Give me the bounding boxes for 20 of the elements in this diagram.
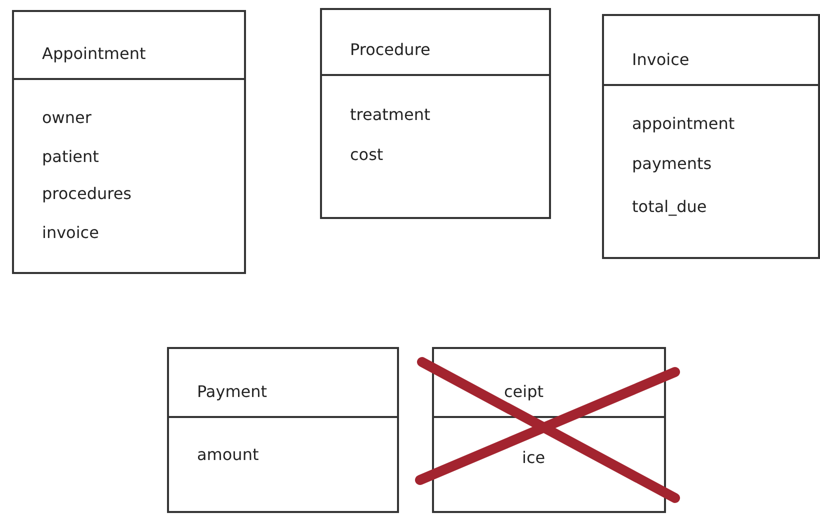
attribute-name: invoice <box>42 223 99 243</box>
class-name: Invoice <box>632 50 690 70</box>
attribute-name: patient <box>42 147 99 167</box>
class-name: ceipt <box>504 382 544 402</box>
class-box <box>12 10 246 274</box>
attribute-name: cost <box>350 145 384 165</box>
attribute-name: payments <box>632 154 712 174</box>
attribute-name: treatment <box>350 105 430 125</box>
class-name: Procedure <box>350 40 430 60</box>
attribute-name: appointment <box>632 114 735 134</box>
class-name: Payment <box>197 382 268 402</box>
class-name: Appointment <box>42 44 146 64</box>
class-box <box>167 347 399 513</box>
attribute-name: amount <box>197 445 259 465</box>
attribute-name: owner <box>42 108 92 128</box>
attribute-name: procedures <box>42 184 132 204</box>
attribute-name: ice <box>522 448 546 468</box>
class-box <box>602 14 820 259</box>
attribute-name: total_due <box>632 197 707 217</box>
class-box <box>320 8 551 219</box>
